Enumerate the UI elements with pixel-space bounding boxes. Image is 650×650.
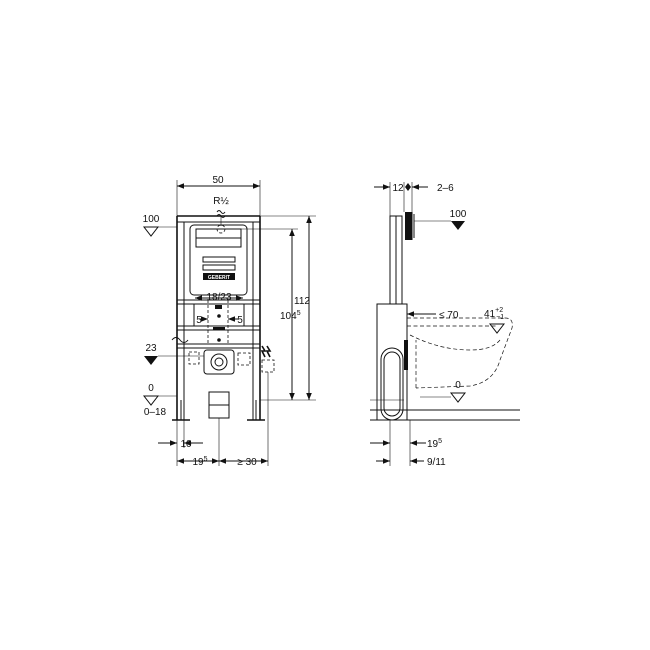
flush-size-label: 18/23 xyxy=(206,292,231,303)
height-total-label: 112 xyxy=(294,296,310,307)
dim-min30-label: ≥ 30 xyxy=(237,457,257,468)
seat-tol-plus: +2 xyxy=(495,307,503,314)
depth-label: 12 xyxy=(392,183,404,194)
frame-side xyxy=(376,212,415,421)
dimension-bottom-side: 195 9/11 xyxy=(370,420,446,468)
pipe-thread-label: R½ xyxy=(213,196,229,207)
seat-height-base: 41 xyxy=(484,309,496,320)
floor-line-side xyxy=(370,399,520,421)
side-view: 12 2–6 100 0 41+2−1 ≤ 70 195 xyxy=(370,182,520,468)
floor-range-label: 0–18 xyxy=(144,407,167,418)
level-top-label: 100 xyxy=(143,214,160,225)
dimension-flush: 18/23 5 5 xyxy=(195,292,243,326)
height-inner-base: 104 xyxy=(280,311,297,322)
flush-plate-opening xyxy=(193,300,245,345)
dim-9-11-label: 9/11 xyxy=(427,457,446,468)
bowl-max-label: ≤ 70 xyxy=(439,310,459,321)
toilet-bowl xyxy=(407,317,513,389)
dim-19-front-base: 19 xyxy=(192,457,204,468)
brand-label: GEBERIT xyxy=(208,275,230,281)
side-level-top-label: 100 xyxy=(450,209,467,220)
dim-19-side-sup: 5 xyxy=(438,438,442,445)
wall-range-label: 2–6 xyxy=(437,183,454,194)
offset-left-label: 5 xyxy=(196,315,202,326)
dim-19-front-label: 195 xyxy=(192,456,207,468)
level-middle-label: 23 xyxy=(145,343,157,354)
seat-height-label: 41+2−1 xyxy=(484,307,504,321)
level-markers-side: 100 0 41+2−1 xyxy=(414,209,506,403)
offset-right-label: 5 xyxy=(237,315,243,326)
height-inner-sup: 5 xyxy=(297,310,301,317)
dimension-bowl: ≤ 70 xyxy=(407,310,459,321)
dim-19-side-label: 195 xyxy=(427,438,442,450)
level-floor-label: 0 xyxy=(148,383,154,394)
electrical-connections xyxy=(171,337,275,373)
cistern: GEBERIT xyxy=(189,224,248,296)
dimension-depth: 12 2–6 xyxy=(374,182,454,216)
front-view: GEBERIT R½ xyxy=(143,175,316,468)
front-frame xyxy=(172,215,265,421)
dimension-width: 50 xyxy=(176,175,261,216)
dimension-bottom: 10 195 ≥ 30 xyxy=(158,372,269,468)
width-label: 50 xyxy=(212,175,224,186)
level-markers-front: 100 23 0 0–18 xyxy=(143,214,204,418)
seat-tol-minus: −1 xyxy=(496,314,504,321)
outlet-bend xyxy=(203,314,235,419)
dim-19-front-sup: 5 xyxy=(204,456,208,463)
dim-19-side-base: 19 xyxy=(427,439,439,450)
dim-10-label: 10 xyxy=(180,439,192,450)
water-supply-connection: R½ xyxy=(213,196,229,234)
side-level-floor-label: 0 xyxy=(455,380,461,391)
height-inner-label: 1045 xyxy=(280,310,301,322)
dimension-heights: 112 1045 xyxy=(230,215,316,401)
